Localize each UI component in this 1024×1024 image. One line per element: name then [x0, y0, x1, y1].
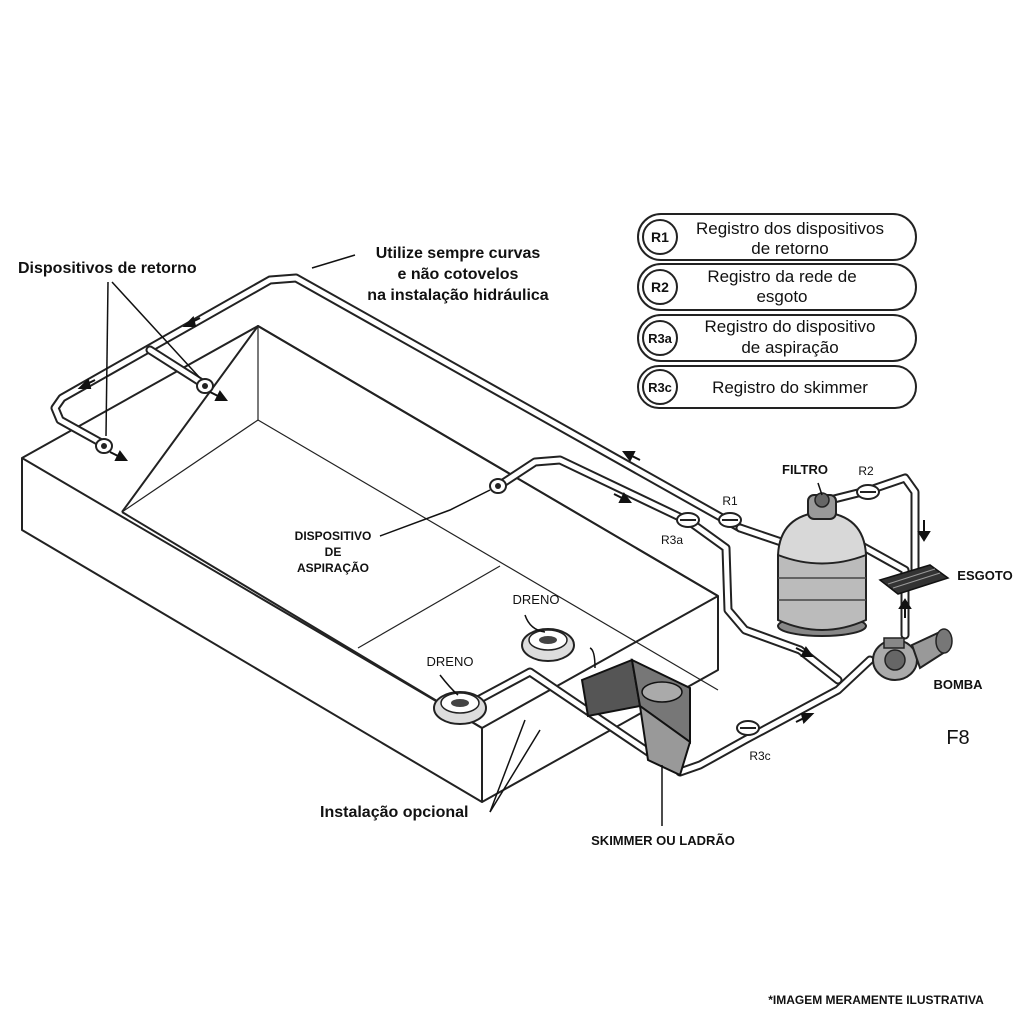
legend-code-r2: R2 [651, 279, 669, 295]
legend-text-r3a-line-2: de aspiração [741, 338, 838, 357]
skimmer-pipe [675, 655, 875, 777]
pipe-network [50, 273, 920, 777]
aspiration-device [489, 478, 507, 494]
valve-r3c [736, 720, 760, 736]
leader-lines [105, 254, 823, 826]
legend-text-r1-line-2: de retorno [751, 239, 829, 258]
figure-code: F8 [946, 727, 969, 749]
drain-1-device [433, 691, 487, 725]
pump-label: BOMBA [933, 677, 983, 692]
sewer-label: ESGOTO [957, 568, 1012, 583]
legend: R1 Registro dos dispositivos de retorno … [637, 213, 917, 409]
drain-2-label: DRENO [513, 592, 560, 607]
return-device-1 [95, 438, 113, 454]
pool-structure [21, 325, 719, 803]
drain-1-label: DRENO [427, 654, 474, 669]
return-devices-label: Dispositivos de retorno [18, 260, 197, 277]
legend-code-r1: R1 [651, 229, 669, 245]
pump-unit [872, 628, 953, 681]
aspiration-label-line-3: ASPIRAÇÃO [297, 560, 369, 575]
legend-text-r3c-line-1: Registro do skimmer [712, 378, 868, 397]
sewer-grate [878, 564, 950, 595]
legend-item-r3a: R3a Registro do dispositivo de aspiração [637, 314, 917, 362]
legend-text-r1-line-1: Registro dos dispositivos [696, 219, 884, 238]
legend-item-r3c: R3c Registro do skimmer [637, 365, 917, 409]
aspiration-label-line-2: DE [325, 545, 342, 559]
legend-text-r2-line-1: Registro da rede de [707, 267, 856, 286]
curves-note-line-1: Utilize sempre curvas [376, 245, 541, 262]
flow-arrows [77, 316, 931, 724]
disclaimer-text: *IMAGEM MERAMENTE ILUSTRATIVA [768, 993, 984, 1007]
r3c-label: R3c [749, 749, 770, 763]
legend-text-r2-line-2: esgoto [756, 287, 807, 306]
filter-label: FILTRO [782, 462, 828, 477]
aspiration-label-line-1: DISPOSITIVO [295, 529, 372, 543]
skimmer-label: SKIMMER OU LADRÃO [591, 833, 735, 848]
return-device-2 [196, 378, 214, 394]
r3a-label: R3a [661, 533, 683, 547]
legend-code-r3c: R3c [648, 380, 672, 395]
legend-item-r1: R1 Registro dos dispositivos de retorno [637, 213, 917, 261]
valve-r3a [676, 512, 700, 528]
legend-item-r2: R2 Registro da rede de esgoto [637, 263, 917, 311]
valve-r1 [718, 512, 742, 528]
filter-tank [776, 492, 868, 637]
return-pipe-top [50, 273, 745, 533]
curves-note-line-2: e não cotovelos [398, 266, 519, 283]
legend-code-r3a: R3a [648, 331, 673, 346]
curves-note-line-3: na instalação hidráulica [367, 287, 549, 304]
valve-r2 [856, 484, 880, 500]
legend-text-r3a-line-1: Registro do dispositivo [704, 317, 875, 336]
r1-label: R1 [722, 494, 738, 508]
skimmer-device [580, 658, 692, 777]
optional-installation-label: Instalação opcional [320, 804, 468, 821]
drain-2-device [521, 628, 575, 662]
r2-label: R2 [858, 464, 874, 478]
